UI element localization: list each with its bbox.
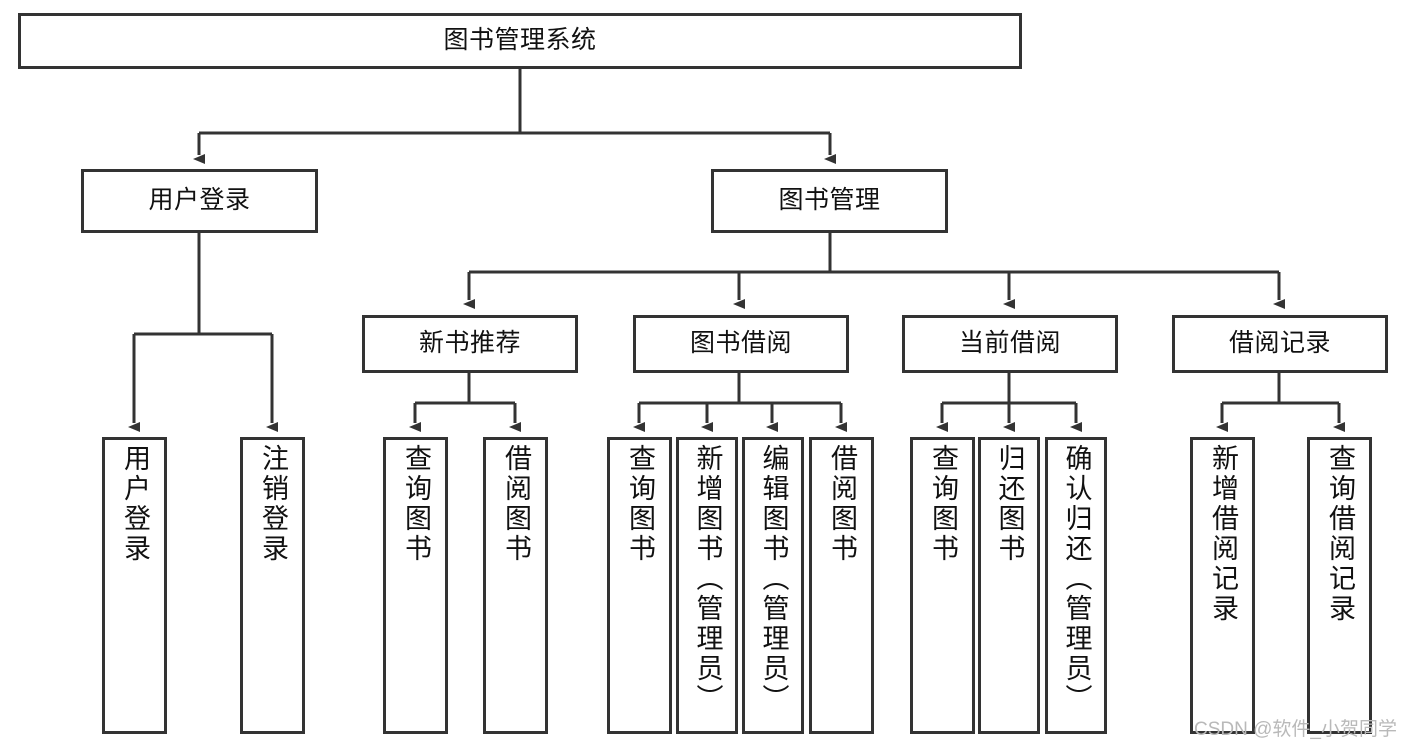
- node-label: 查询图书: [928, 444, 958, 564]
- node-root-book-management-system[interactable]: 图书管理系统: [18, 13, 1022, 69]
- node-label: 确认归还（管理员）: [1061, 444, 1092, 714]
- leaf-query-book-borrow[interactable]: 查询图书: [607, 437, 672, 734]
- node-label: 新增借阅记录: [1208, 444, 1238, 624]
- node-current-borrow[interactable]: 当前借阅: [902, 315, 1118, 373]
- leaf-add-book-admin[interactable]: 新增图书（管理员）: [676, 437, 738, 734]
- leaf-user-logout[interactable]: 注销登录: [240, 437, 305, 734]
- node-label: 查询图书: [625, 444, 655, 564]
- node-user-login[interactable]: 用户登录: [81, 169, 318, 233]
- node-borrow-record[interactable]: 借阅记录: [1172, 315, 1388, 373]
- node-label: 用户登录: [148, 186, 251, 215]
- leaf-query-borrow-record[interactable]: 查询借阅记录: [1307, 437, 1372, 734]
- leaf-return-book[interactable]: 归还图书: [978, 437, 1040, 734]
- node-label: 图书管理: [778, 186, 881, 215]
- leaf-query-book-current[interactable]: 查询图书: [910, 437, 975, 734]
- leaf-user-login[interactable]: 用户登录: [102, 437, 167, 734]
- node-label: 用户登录: [120, 444, 150, 564]
- node-label: 图书借阅: [689, 329, 792, 358]
- node-label: 图书管理系统: [443, 26, 597, 55]
- node-new-book-recommend[interactable]: 新书推荐: [362, 315, 578, 373]
- node-label: 借阅记录: [1228, 329, 1331, 358]
- node-label: 注销登录: [258, 444, 288, 564]
- node-label: 编辑图书（管理员）: [758, 444, 789, 714]
- leaf-query-book-new-recommend[interactable]: 查询图书: [383, 437, 448, 734]
- node-label: 新书推荐: [418, 329, 521, 358]
- leaf-confirm-return-admin[interactable]: 确认归还（管理员）: [1045, 437, 1107, 734]
- node-book-borrow[interactable]: 图书借阅: [633, 315, 849, 373]
- node-label: 当前借阅: [958, 329, 1061, 358]
- node-label: 查询借阅记录: [1325, 444, 1355, 624]
- csdn-watermark: CSDN @软件_小贺同学: [1194, 719, 1397, 740]
- node-label: 查询图书: [401, 444, 431, 564]
- node-label: 借阅图书: [501, 444, 531, 564]
- leaf-borrow-book-borrow[interactable]: 借阅图书: [809, 437, 874, 734]
- leaf-add-borrow-record[interactable]: 新增借阅记录: [1190, 437, 1255, 734]
- node-label: 新增图书（管理员）: [692, 444, 723, 714]
- node-label: 借阅图书: [827, 444, 857, 564]
- leaf-borrow-book-new-recommend[interactable]: 借阅图书: [483, 437, 548, 734]
- node-label: 归还图书: [994, 444, 1025, 564]
- leaf-edit-book-admin[interactable]: 编辑图书（管理员）: [742, 437, 804, 734]
- node-book-management[interactable]: 图书管理: [711, 169, 948, 233]
